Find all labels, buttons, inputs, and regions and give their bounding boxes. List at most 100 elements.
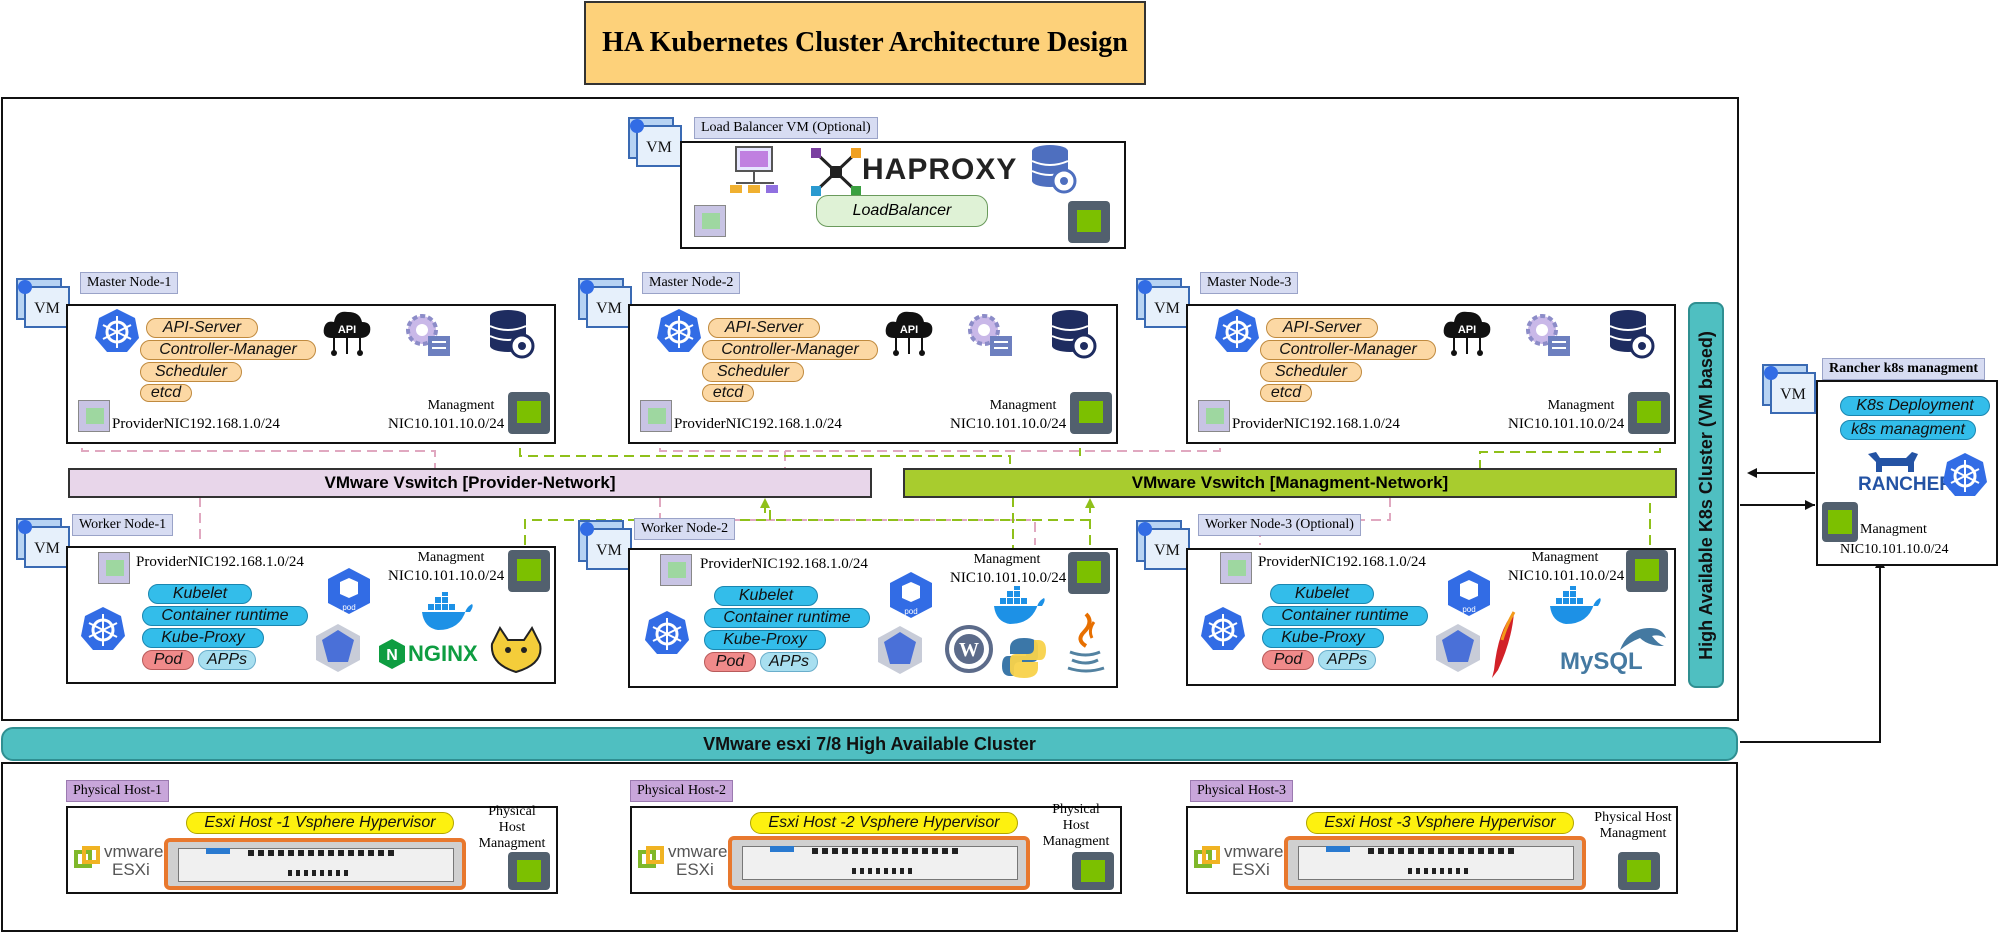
mgmt-nic-icon bbox=[1068, 201, 1110, 243]
component-pill: Container runtime bbox=[142, 606, 308, 626]
svg-text:VM: VM bbox=[596, 542, 622, 559]
api-cloud-icon: API bbox=[1443, 311, 1491, 356]
component-pill: Kube-Proxy bbox=[1262, 628, 1384, 648]
svg-text:VM: VM bbox=[646, 139, 672, 156]
provider-nic-icon bbox=[78, 400, 110, 432]
mgmt-label: Managment bbox=[417, 550, 485, 565]
rancher-vm: VM Rancher k8s managment K8s Deployment … bbox=[1762, 358, 1998, 568]
etcd-database-icon bbox=[489, 310, 535, 359]
component-pill: Scheduler bbox=[1260, 362, 1362, 382]
apps-pill: APPs bbox=[1318, 650, 1376, 670]
hexagon-icon bbox=[878, 626, 922, 674]
etcd-database-icon bbox=[1609, 310, 1655, 359]
nginx-icon: N bbox=[379, 639, 405, 669]
mgmt-nic-label: NIC10.101.10.0/24 bbox=[1508, 416, 1625, 432]
page-title: HA Kubernetes Cluster Architecture Desig… bbox=[584, 1, 1146, 85]
hypervisor-pill: Esxi Host -2 Vsphere Hypervisor bbox=[750, 812, 1018, 834]
mgmt-nic-icon bbox=[1072, 852, 1114, 890]
vmware-icon bbox=[638, 846, 664, 868]
api-text: API bbox=[900, 324, 918, 336]
mgmt-label: Managment bbox=[1547, 398, 1615, 413]
component-pill: Kubelet bbox=[148, 584, 252, 604]
pod-icon: pod bbox=[328, 568, 370, 614]
apps-pill: APPs bbox=[198, 650, 256, 670]
pod-pill: Pod bbox=[1262, 650, 1314, 670]
pod-text: pod bbox=[904, 607, 917, 616]
master-tag: Master Node-1 bbox=[80, 272, 179, 294]
mgmt-nic-icon bbox=[1068, 552, 1110, 594]
component-pill: Kubelet bbox=[1270, 584, 1374, 604]
esxi-logo-text: ESXi bbox=[1232, 860, 1270, 879]
apps-pill: APPs bbox=[760, 652, 818, 672]
component-pill: etcd bbox=[1260, 384, 1312, 402]
worker-node-1: VM Worker Node-1 ProviderNIC192.168.1.0/… bbox=[16, 514, 558, 686]
worker-tag: Worker Node-3 (Optional) bbox=[1198, 514, 1361, 536]
haproxy-logo-text: HAPROXY bbox=[862, 153, 1018, 186]
mgmt-nic-icon bbox=[1628, 392, 1670, 434]
physical-host-3: Physical Host-3 Esxi Host -3 Vsphere Hyp… bbox=[1186, 780, 1680, 894]
api-text: API bbox=[1458, 324, 1476, 336]
host-mgmt-label: Physical Host Managment bbox=[1594, 810, 1672, 841]
worker-node-3: VM Worker Node-3 (Optional) ProviderNIC1… bbox=[1136, 514, 1678, 688]
svg-text:W: W bbox=[959, 639, 979, 661]
vmware-logo-text: vmware bbox=[1224, 842, 1284, 861]
provider-nic-label: ProviderNIC192.168.1.0/24 bbox=[674, 416, 842, 432]
component-pill: Kube-Proxy bbox=[704, 630, 826, 650]
component-pill: Controller-Manager bbox=[1260, 340, 1436, 360]
mgmt-nic-icon bbox=[1070, 392, 1112, 434]
mgmt-nic-icon bbox=[1822, 502, 1858, 542]
hexagon-icon bbox=[1436, 624, 1480, 672]
vmware-logo-text: vmware bbox=[668, 842, 728, 861]
component-pill: Controller-Manager bbox=[702, 340, 878, 360]
java-icon bbox=[1067, 612, 1105, 673]
mgmt-nic-icon bbox=[508, 852, 550, 890]
svg-text:VM: VM bbox=[596, 300, 622, 317]
component-pill: Container runtime bbox=[704, 608, 870, 628]
nginx-text: NGINX bbox=[408, 641, 478, 666]
provider-nic-label: ProviderNIC192.168.1.0/24 bbox=[112, 416, 280, 432]
mgmt-label: Managment bbox=[1860, 522, 1927, 537]
pod-text: pod bbox=[342, 603, 355, 612]
pod-icon: pod bbox=[1448, 570, 1490, 616]
host-mgmt-label: Physical Host Managment bbox=[478, 804, 546, 851]
python-icon bbox=[1002, 638, 1046, 678]
server-chassis bbox=[164, 838, 466, 890]
rancher-item-pill: K8s Deployment bbox=[1840, 396, 1990, 416]
database-gear-icon bbox=[1031, 145, 1077, 194]
computer-network-icon bbox=[730, 146, 778, 193]
master-tag: Master Node-3 bbox=[1200, 272, 1299, 294]
vmware-icon bbox=[1194, 846, 1220, 868]
etcd-database-icon bbox=[1051, 310, 1097, 359]
apache-feather-icon bbox=[1492, 611, 1516, 678]
server-chassis bbox=[728, 836, 1030, 890]
rancher-tag: Rancher k8s managment bbox=[1822, 358, 1986, 380]
mgmt-label: Managment bbox=[973, 552, 1041, 567]
master-node-1: VM Master Node-1 API-Server Controller-M… bbox=[16, 272, 558, 444]
component-pill: Kube-Proxy bbox=[142, 628, 264, 648]
component-pill: Controller-Manager bbox=[140, 340, 316, 360]
mgmt-nic-label: NIC10.101.10.0/24 bbox=[388, 416, 505, 432]
host-tag: Physical Host-1 bbox=[66, 780, 170, 802]
worker-tag: Worker Node-1 bbox=[72, 514, 174, 536]
kubernetes-icon bbox=[95, 309, 139, 352]
mgmt-nic-label: NIC10.101.10.0/24 bbox=[1508, 568, 1625, 584]
load-balancer-vm: VM Load Balancer VM (Optional) HAPROXY L… bbox=[628, 117, 1128, 249]
wordpress-icon: W bbox=[945, 625, 993, 673]
api-cloud-icon: API bbox=[323, 311, 371, 356]
master-node-3: VM Master Node-3 API-Server Controller-M… bbox=[1136, 272, 1678, 444]
physical-host-2: Physical Host-2 Esxi Host -2 Vsphere Hyp… bbox=[630, 780, 1124, 894]
api-text: API bbox=[338, 324, 356, 336]
docker-icon bbox=[1550, 586, 1601, 624]
host-mgmt-label: Physical Host Managment bbox=[1042, 802, 1110, 849]
provider-nic-icon bbox=[640, 400, 672, 432]
docker-icon bbox=[994, 586, 1045, 624]
physical-host-1: Physical Host-1 Esxi Host -1 Vsphere Hyp… bbox=[66, 780, 560, 894]
mgmt-nic-label: NIC10.101.10.0/24 bbox=[950, 416, 1067, 432]
kubernetes-icon bbox=[645, 611, 689, 654]
provider-nic-icon bbox=[694, 205, 726, 237]
component-pill: etcd bbox=[140, 384, 192, 402]
pod-pill: Pod bbox=[704, 652, 756, 672]
worker-tag: Worker Node-2 bbox=[634, 518, 736, 540]
settings-gear-icon bbox=[406, 314, 450, 356]
provider-nic-icon bbox=[98, 552, 130, 584]
